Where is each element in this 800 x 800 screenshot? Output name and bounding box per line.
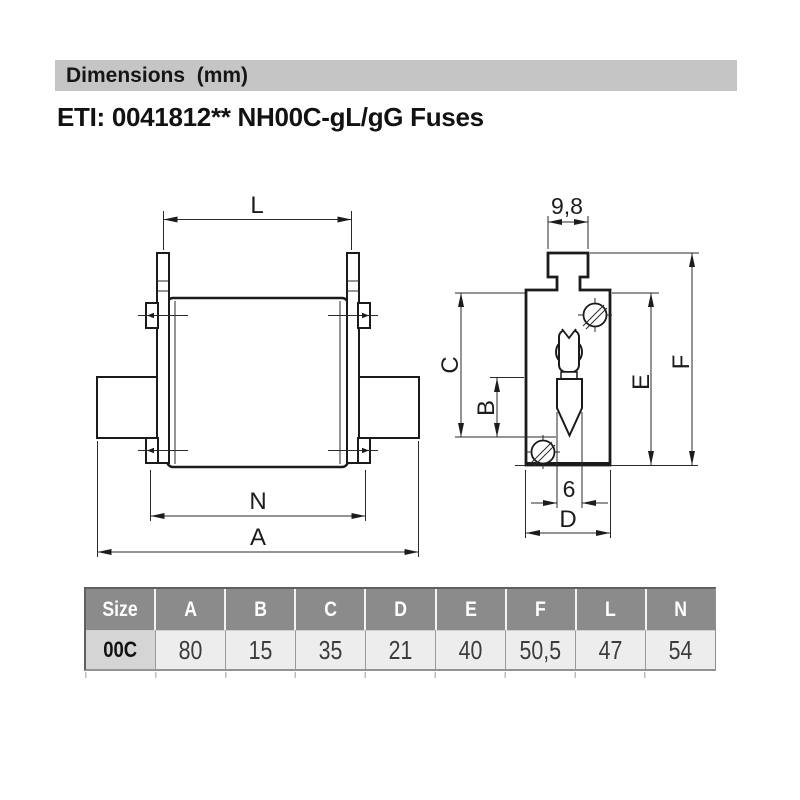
dim-B: B xyxy=(473,377,524,437)
dim-N: N xyxy=(150,470,366,521)
front-lug-left xyxy=(156,252,170,464)
dim-6: 6 xyxy=(531,412,608,508)
cell-e: 40 xyxy=(436,630,506,669)
front-lug-right xyxy=(346,252,360,464)
cell-n: 54 xyxy=(646,630,715,669)
col-header-d: D xyxy=(366,589,437,630)
dim-label-n: N xyxy=(249,488,266,515)
dim-label-6: 6 xyxy=(563,476,576,502)
cell-a: 80 xyxy=(156,630,226,669)
dim-label-l: L xyxy=(250,192,263,219)
section-header-bar: Dimensions (mm) xyxy=(55,60,737,91)
dim-A: A xyxy=(97,441,419,557)
front-body xyxy=(165,296,350,469)
indicator-bullet xyxy=(556,378,583,438)
front-lug-crimp-marks xyxy=(157,280,359,292)
dim-label-a: A xyxy=(250,524,266,551)
front-tab-centerlines xyxy=(138,312,378,454)
cell-f: 50,5 xyxy=(506,630,576,669)
page-title: ETI: 0041812** NH00C-gL/gG Fuses xyxy=(57,102,484,132)
dim-D: D xyxy=(525,470,611,538)
dim-label-9-8: 9,8 xyxy=(551,193,583,219)
side-view: 9,8 C B E xyxy=(437,193,699,538)
cell-size: 00C xyxy=(86,630,156,669)
indicator-notch xyxy=(561,328,577,340)
indicator-neck xyxy=(560,371,578,380)
dimension-table: Size A B C D E F L N 00C 80 15 35 21 40 … xyxy=(84,587,716,671)
dim-C: C xyxy=(437,292,556,438)
dim-9-8: 9,8 xyxy=(547,193,589,249)
table-row: 00C 80 15 35 21 40 50,5 47 54 xyxy=(86,630,715,669)
section-header-label: Dimensions (mm) xyxy=(66,64,249,87)
col-header-size: Size xyxy=(86,589,157,630)
table-header-row: Size A B C D E F L N xyxy=(86,589,715,630)
front-blade-right xyxy=(357,376,420,439)
dim-label-d: D xyxy=(559,506,576,533)
dim-L: L xyxy=(163,192,352,250)
col-header-a: A xyxy=(156,589,227,630)
top-screw-icon xyxy=(578,298,612,332)
dim-label-b: B xyxy=(473,400,500,416)
col-header-n: N xyxy=(646,589,715,630)
dim-label-f: F xyxy=(668,355,695,370)
cell-d: 21 xyxy=(366,630,436,669)
col-header-l: L xyxy=(576,589,647,630)
front-view: L N A xyxy=(96,192,420,557)
dim-E: E xyxy=(612,292,659,465)
table-bottom-gridline-stubs xyxy=(85,672,714,678)
front-blade-left xyxy=(96,376,159,439)
col-header-e: E xyxy=(436,589,507,630)
col-header-b: B xyxy=(226,589,297,630)
col-header-f: F xyxy=(506,589,577,630)
dim-F: F xyxy=(590,252,699,465)
indicator-assembly xyxy=(555,328,583,438)
col-header-c: C xyxy=(296,589,367,630)
dim-label-e: E xyxy=(628,374,655,390)
cell-l: 47 xyxy=(576,630,646,669)
cell-b: 15 xyxy=(226,630,296,669)
dim-label-c: C xyxy=(437,356,464,373)
cell-c: 35 xyxy=(296,630,366,669)
bottom-screw-icon xyxy=(526,435,560,469)
